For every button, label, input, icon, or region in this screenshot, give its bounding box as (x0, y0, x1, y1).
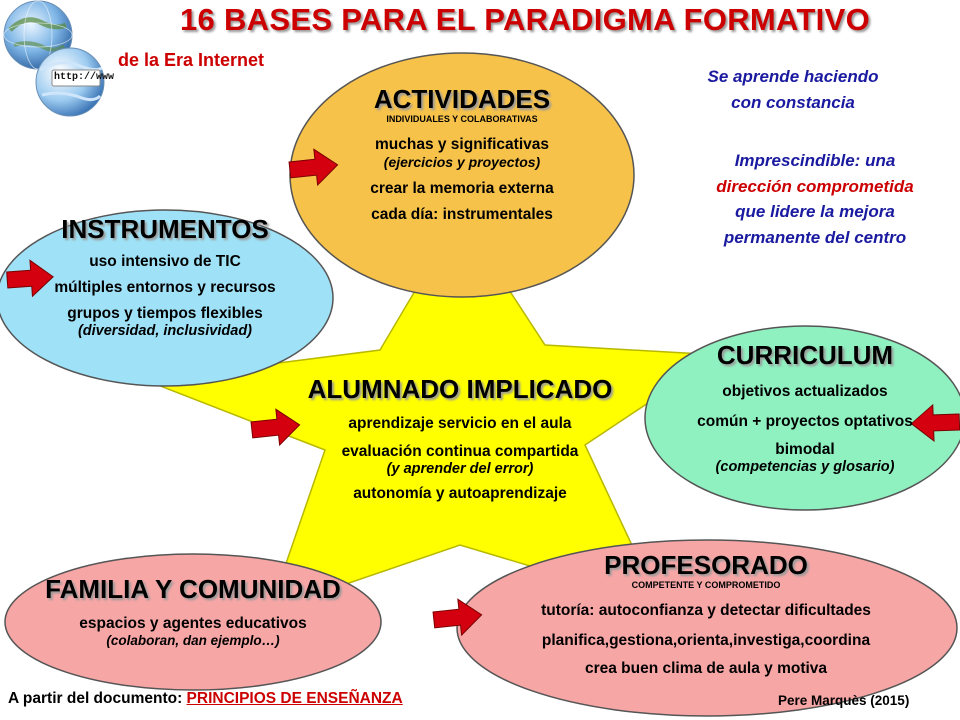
alumnado-line4: autonomía y autoaprendizaje (353, 485, 567, 502)
note-hacer-line1: Se aprende haciendo (707, 67, 879, 86)
actividades-line1: muchas y significativas (374, 136, 550, 153)
arrow-alumnado-icon (250, 408, 301, 447)
curriculum-block: CURRICULUM objetivos actualizados común … (648, 340, 960, 475)
profesorado-tutoria: tutoría (541, 602, 590, 619)
curriculum-heading: CURRICULUM (716, 340, 894, 370)
actividades-heading: ACTIVIDADES (373, 84, 551, 114)
curriculum-line3: bimodal (775, 441, 835, 458)
profesorado-heading: PROFESORADO (604, 550, 808, 580)
profesorado-block: PROFESORADO COMPETENTE Y COMPROMETIDO tu… (466, 550, 946, 678)
alumnado-line3: (y aprender del error) (386, 461, 534, 477)
familia-heading: FAMILIA Y COMUNIDAD (45, 574, 341, 604)
familia-line2: (colaboran, dan ejemplo…) (106, 633, 280, 648)
actividades-line2: (ejercicios y proyectos) (383, 154, 541, 170)
profesorado-line2: planifica,gestiona,orienta,investiga,coo… (541, 632, 871, 649)
author-credit: Pere Marquès (2015) (778, 693, 910, 708)
arrow-curriculum-icon (910, 403, 960, 442)
profesorado-line1-rest: : autoconfianza y detectar dificultades (589, 602, 871, 619)
arrow-actividades-icon (288, 148, 339, 187)
page-title: 16 BASES PARA EL PARADIGMA FORMATIVO (180, 2, 870, 37)
profesorado-sub: COMPETENTE Y COMPROMETIDO (631, 580, 781, 590)
globe-label: http://www (54, 72, 115, 83)
arrow-profesorado-icon (432, 598, 483, 637)
actividades-sub: INDIVIDUALES Y COLABORATIVAS (386, 114, 538, 124)
note-direccion-line1: Imprescindible: una (734, 151, 896, 170)
footer-prefix: A partir del documento: (8, 690, 187, 707)
instrumentos-block: INSTRUMENTOS uso intensivo de TIC múltip… (0, 214, 330, 339)
alumnado-line2: evaluación continua compartida (341, 443, 579, 460)
note-direccion-line3: que lidere la mejora (735, 202, 895, 221)
familia-block: FAMILIA Y COMUNIDAD espacios y agentes e… (8, 574, 378, 648)
page-subtitle: de la Era Internet (118, 50, 265, 70)
note-hacer: Se aprende haciendo con constancia (668, 64, 918, 115)
actividades-line3: crear la memoria externa (370, 180, 554, 197)
actividades-block: ACTIVIDADES INDIVIDUALES Y COLABORATIVAS… (300, 84, 624, 224)
footer-source: A partir del documento: PRINCIPIOS DE EN… (8, 690, 403, 708)
instrumentos-heading: INSTRUMENTOS (61, 214, 269, 244)
arrow-instrumentos-icon (6, 259, 54, 298)
curriculum-ellipse (644, 325, 960, 511)
curriculum-line2: común + proyectos optativos (697, 413, 913, 430)
familia-ellipse (4, 553, 382, 691)
alumnado-line1: aprendizaje servicio en el aula (348, 415, 572, 432)
instrumentos-line4: (diversidad, inclusividad) (77, 323, 253, 339)
www-globe-icon (35, 47, 105, 117)
note-direccion-line4: permanente del centro (723, 227, 907, 247)
note-direccion-line2: dirección comprometida (716, 176, 914, 196)
profesorado-line3: crea buen clima de aula y motiva (584, 660, 828, 677)
instrumentos-line2: múltiples entornos y recursos (54, 279, 276, 296)
profesorado-ellipse (456, 539, 958, 717)
curriculum-line4: (competencias y glosario) (715, 459, 895, 475)
alumnado-heading: ALUMNADO IMPLICADO (307, 374, 613, 404)
familia-line1: espacios y agentes educativos (79, 615, 307, 632)
instrumentos-ellipse (0, 209, 334, 387)
actividades-line4: cada día: instrumentales (371, 206, 553, 223)
alumnado-block: ALUMNADO IMPLICADO aprendizaje servicio … (250, 374, 670, 503)
note-hacer-line2: con constancia (731, 92, 855, 112)
curriculum-line1: objetivos actualizados (722, 383, 888, 400)
instrumentos-line1: uso intensivo de TIC (89, 253, 241, 270)
profesorado-line1: tutoría: autoconfianza y detectar dificu… (466, 602, 946, 620)
note-direccion: Imprescindible: una dirección comprometi… (680, 148, 950, 250)
footer-link[interactable]: PRINCIPIOS DE ENSEÑANZA (186, 690, 403, 707)
instrumentos-line3: grupos y tiempos flexibles (67, 305, 263, 322)
